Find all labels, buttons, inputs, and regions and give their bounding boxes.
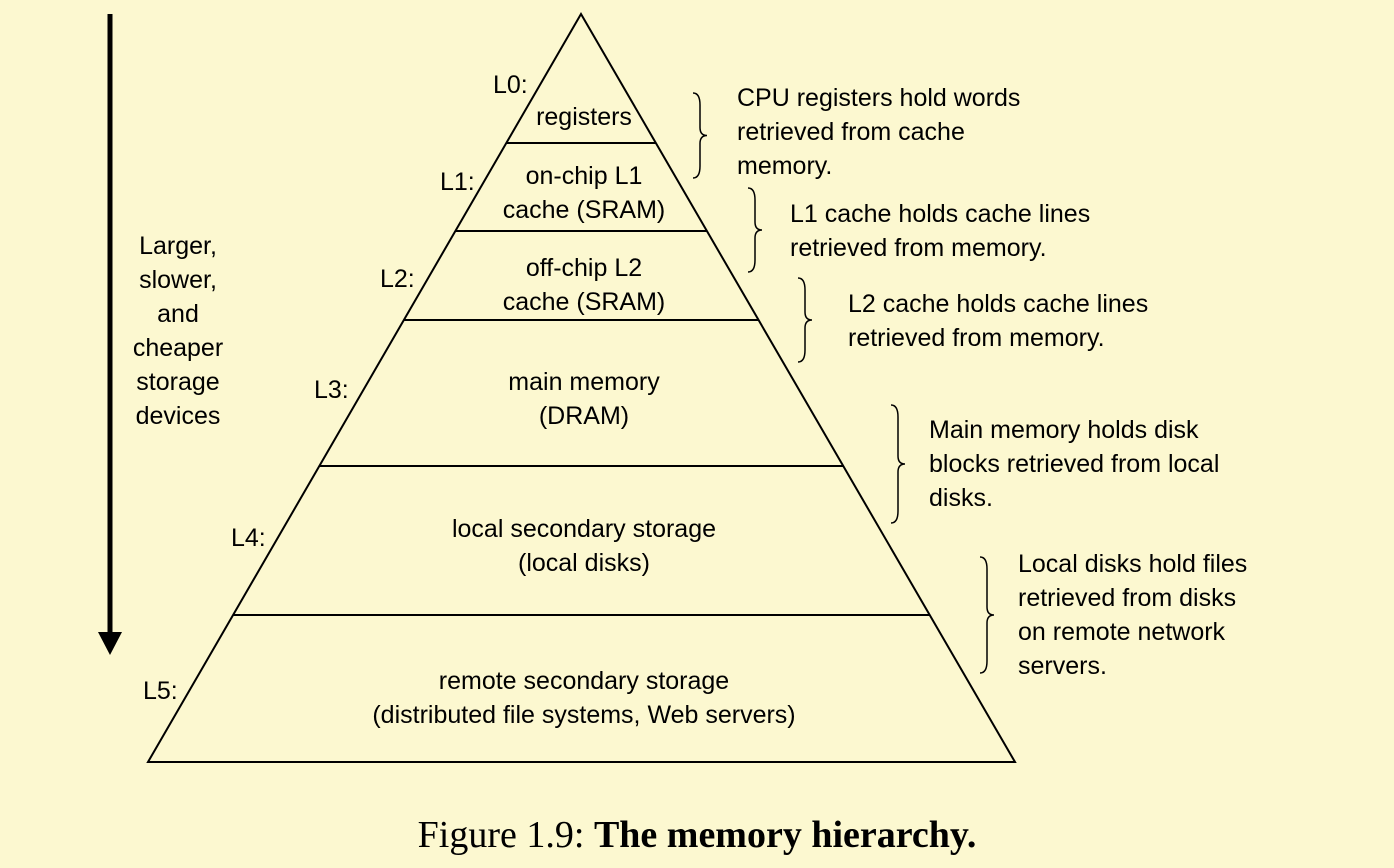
- level-note: Local disks hold files retrieved from dis…: [1018, 550, 1247, 680]
- level-note-line: Main memory holds disk: [929, 416, 1199, 444]
- level-name-line: registers: [536, 103, 632, 131]
- level-note-line: retrieved from cache: [737, 118, 965, 146]
- level-note-line: memory.: [737, 152, 832, 180]
- level-name: on-chip L1 cache (SRAM): [503, 162, 666, 224]
- level-label: L2:: [380, 265, 415, 293]
- arrow-label-line: storage: [136, 368, 219, 396]
- level-name-line: remote secondary storage: [439, 667, 729, 695]
- level-name-line: local secondary storage: [452, 515, 716, 543]
- level-name-line: (local disks): [518, 549, 650, 577]
- level-name-line: (distributed file systems, Web servers): [372, 701, 795, 729]
- level-note-line: blocks retrieved from local: [929, 450, 1219, 478]
- level-label: L5:: [143, 677, 178, 705]
- arrow-label-line: slower,: [139, 266, 217, 294]
- level-notes: CPU registers hold words retrieved from c…: [692, 84, 1247, 680]
- level-note: L2 cache holds cache lines retrieved from…: [848, 290, 1148, 352]
- level-note-line: retrieved from disks: [1018, 584, 1236, 612]
- level-note-line: servers.: [1018, 652, 1107, 680]
- pyramid-outline: [146, 12, 1017, 763]
- size-direction-arrow: [98, 14, 122, 655]
- level-name-line: (DRAM): [539, 402, 629, 430]
- size-direction-label: Larger, slower, and cheaper storage devices: [133, 232, 223, 430]
- level-note-line: disks.: [929, 484, 993, 512]
- level-name: local secondary storage (local disks): [452, 515, 716, 577]
- arrow-label-line: and: [157, 300, 199, 328]
- level-name: main memory (DRAM): [508, 368, 660, 430]
- level-name-line: cache (SRAM): [503, 196, 666, 224]
- note-brace: [747, 187, 763, 273]
- caption-title: The memory hierarchy.: [593, 814, 977, 856]
- level-note-line: on remote network: [1018, 618, 1226, 646]
- level-note-line: L2 cache holds cache lines: [848, 290, 1148, 318]
- level-note: Main memory holds disk blocks retrieved f…: [929, 416, 1219, 512]
- arrow-label-line: devices: [136, 402, 221, 430]
- arrow-head: [98, 632, 122, 655]
- level-label: L4:: [231, 524, 266, 552]
- level-name: registers: [536, 103, 632, 131]
- level-name-line: cache (SRAM): [503, 288, 666, 316]
- arrow-label-line: cheaper: [133, 334, 223, 362]
- level-note: L1 cache holds cache lines retrieved from…: [790, 200, 1090, 262]
- level-note: CPU registers hold words retrieved from c…: [737, 84, 1020, 180]
- arrow-label: Larger, slower, and cheaper storage devices: [133, 232, 223, 430]
- level-name: remote secondary storage (distributed fil…: [372, 667, 795, 729]
- note-brace: [979, 556, 995, 674]
- note-brace: [890, 404, 906, 524]
- level-note-line: retrieved from memory.: [790, 234, 1047, 262]
- note-brace: [692, 92, 708, 179]
- figure-caption: Figure 1.9: The memory hierarchy.: [0, 812, 1394, 858]
- level-label: L1:: [440, 168, 475, 196]
- arrow-label-line: Larger,: [139, 232, 217, 260]
- caption-prefix: Figure 1.9:: [417, 814, 585, 856]
- level-label: L0:: [493, 71, 528, 99]
- level-name: off-chip L2 cache (SRAM): [503, 254, 666, 316]
- level-note-line: L1 cache holds cache lines: [790, 200, 1090, 228]
- level-note-line: retrieved from memory.: [848, 324, 1105, 352]
- pyramid: [146, 12, 1017, 763]
- level-name-line: off-chip L2: [526, 254, 642, 282]
- level-note-line: Local disks hold files: [1018, 550, 1247, 578]
- level-name-line: main memory: [508, 368, 660, 396]
- note-brace: [797, 277, 813, 363]
- level-note-line: CPU registers hold words: [737, 84, 1020, 112]
- level-label: L3:: [314, 376, 349, 404]
- level-name-line: on-chip L1: [526, 162, 643, 190]
